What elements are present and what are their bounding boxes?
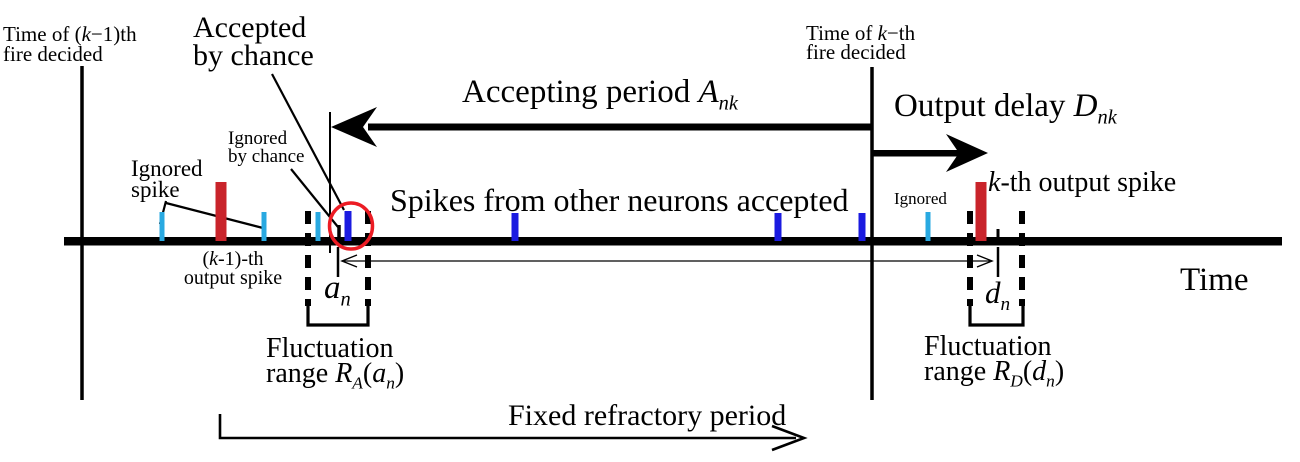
accepted-spike-1: [511, 213, 519, 241]
accepted-by-chance-spike: [344, 211, 352, 241]
label-time-kth-fire: Time of k−th fire decided: [806, 21, 916, 64]
label-ignored-by-chance-line2: by chance: [228, 146, 305, 167]
label-fluctuation-d: Fluctuation range RD(dn): [924, 331, 1065, 391]
ignored-spike-pointer-right: [165, 201, 264, 230]
label-d-n: dn: [985, 275, 1011, 316]
spikes-layer: [159, 182, 1000, 241]
refractory-arrowhead: [771, 424, 808, 452]
ignored-spike-4: [925, 212, 931, 241]
output-delay-arrow-shaft: [872, 150, 960, 157]
accepting-period-arrow-shaft: [368, 123, 872, 131]
prev-output-spike: [215, 182, 227, 241]
ignored-spike-1: [159, 212, 165, 241]
kth-spike-time-tick: [996, 229, 1000, 241]
ignored-spike-2: [261, 212, 267, 241]
accepted-by-chance-circle: [327, 201, 375, 251]
fluctuation-d-bracket: [968, 301, 1025, 327]
label-time-prev-fire-line1: Time of (k−1)th: [3, 22, 137, 46]
label-ignored-spike-line2: spike: [131, 177, 180, 202]
label-time-prev-fire: Time of (k−1)th fire decided: [3, 22, 137, 66]
label-fluctuation-d-line1: Fluctuation: [924, 331, 1052, 362]
label-ignored-spike-line1: Ignored: [131, 156, 203, 181]
time-axis-line: [64, 237, 1282, 246]
label-ignored-by-chance-line1: Ignored: [228, 128, 288, 149]
accepting-period-arrowhead: [331, 107, 377, 147]
label-spikes-accepted: Spikes from other neurons accepted: [390, 182, 849, 218]
label-accepting-period: Accepting period Ank: [462, 74, 738, 115]
label-prev-output-spike-line2: output spike: [183, 267, 283, 289]
output-delay-arrowhead: [946, 134, 988, 172]
label-ignored-spike: Ignored spike: [131, 156, 203, 202]
fluctuation-a-bracket: [306, 300, 370, 327]
label-time-kth-fire-line1: Time of k−th: [806, 21, 916, 45]
ignored-by-chance-spike: [337, 225, 341, 241]
label-fluctuation-d-line2: range RD(dn): [924, 356, 1065, 391]
ignored-spike-3: [315, 212, 321, 241]
label-kth-output-spike: k-th output spike: [988, 167, 1177, 198]
label-prev-output-spike: (k-1)-th output spike: [170, 248, 296, 289]
accepted-spike-2: [774, 213, 782, 241]
label-accepted-by-chance-line1: Accepted: [193, 11, 307, 44]
label-fluctuation-a-line1: Fluctuation: [266, 333, 394, 364]
label-output-delay: Output delay Dnk: [894, 88, 1117, 129]
label-accepted-by-chance-line2: by chance: [193, 39, 314, 72]
label-accepted-by-chance: Accepted by chance: [193, 11, 314, 72]
label-time-axis: Time: [1180, 262, 1249, 298]
interval-arrowhead-right: [976, 254, 994, 268]
interval-arrowhead-left: [340, 254, 358, 268]
label-fixed-refractory: Fixed refractory period: [508, 399, 787, 432]
label-time-prev-fire-line2: fire decided: [3, 42, 103, 66]
label-prev-output-spike-line1: (k-1)-th: [202, 248, 264, 270]
label-ignored-right: Ignored: [894, 189, 947, 208]
label-time-kth-fire-line2: fire decided: [806, 40, 906, 64]
label-fluctuation-a-line2: range RA(an): [266, 358, 405, 393]
refractory-arrow-shaft: [218, 414, 796, 440]
kth-output-spike: [975, 182, 987, 241]
label-fluctuation-a: Fluctuation range RA(an): [266, 333, 405, 393]
accepted-spike-3: [858, 213, 866, 241]
accepted-by-chance-pointer: [271, 73, 345, 211]
label-ignored-by-chance: Ignored by chance: [228, 128, 305, 167]
label-a-n: an: [324, 270, 351, 311]
